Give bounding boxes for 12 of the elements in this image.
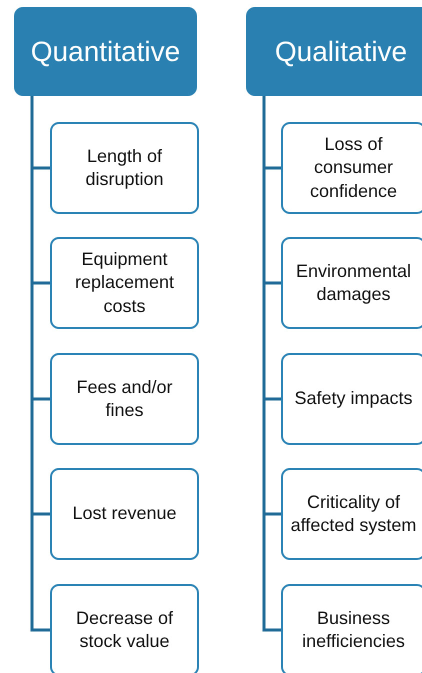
header-box: Qualitative [246, 7, 422, 96]
header-box: Quantitative [14, 7, 197, 96]
item-box: Business inefficiencies [281, 584, 422, 673]
item-box: Lost revenue [50, 468, 199, 560]
item-box: Length of disruption [50, 122, 199, 214]
item-box: Fees and/or fines [50, 353, 199, 445]
item-box: Decrease of stock value [50, 584, 199, 673]
item-box: Criticality of affected system [281, 468, 422, 560]
item-box: Loss of consumer confidence [281, 122, 422, 214]
item-box: Environmental damages [281, 237, 422, 329]
item-box: Safety impacts [281, 353, 422, 445]
item-box: Equipment replacement costs [50, 237, 199, 329]
